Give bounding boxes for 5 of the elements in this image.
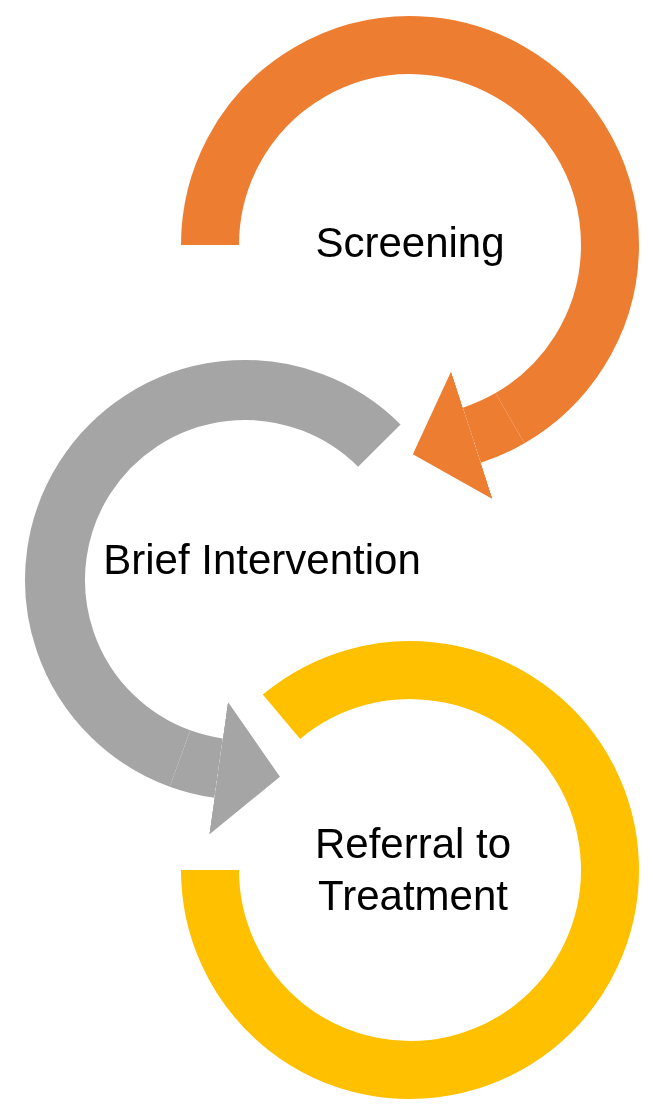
- arrow: [413, 372, 524, 499]
- arrow: [170, 702, 280, 835]
- node-label: Screening: [314, 218, 506, 268]
- node-label: Referral to Treatment: [313, 819, 513, 921]
- node-label: Brief Intervention: [102, 535, 422, 585]
